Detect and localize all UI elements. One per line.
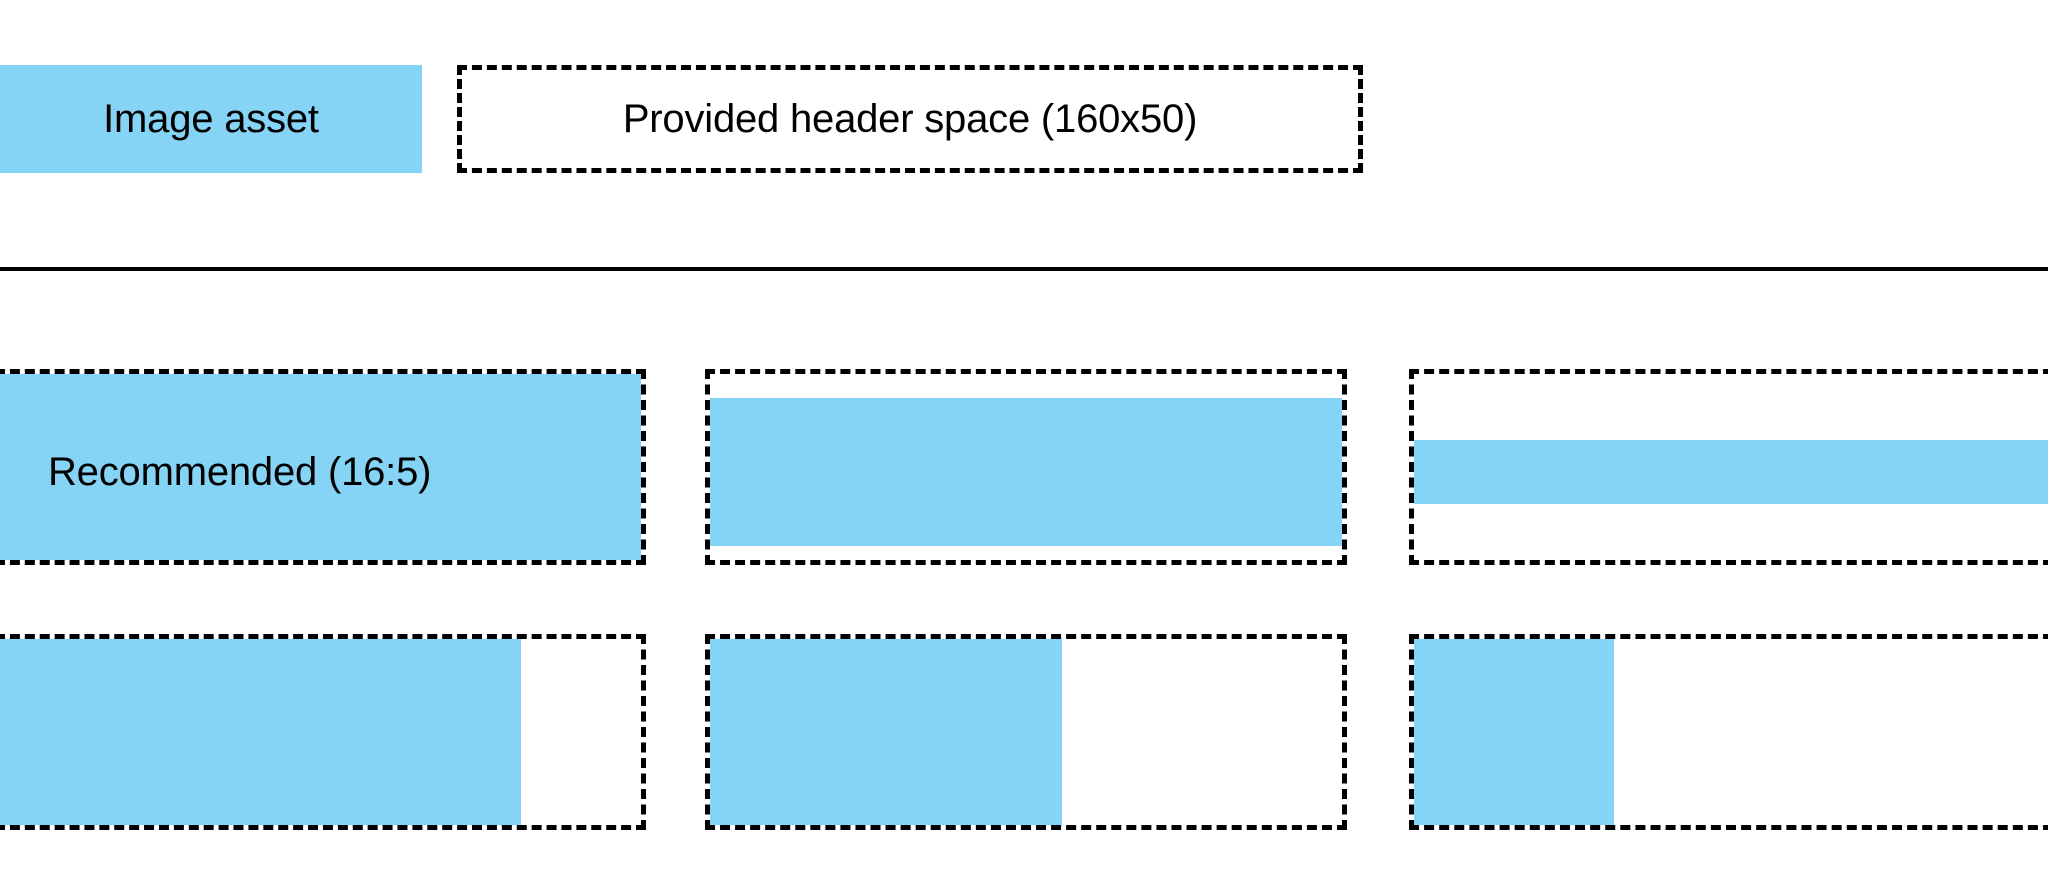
asset-fill [0,639,521,825]
cell-letterboxed [705,369,1347,565]
row-recommended: Recommended (16:5) [0,369,2048,565]
provided-header-space-label: Provided header space (160x50) [622,97,1198,141]
cell-recommended-fill: Recommended (16:5) [0,369,646,565]
recommended-ratio-label: Recommended (16:5) [48,449,432,494]
provided-header-space-box: Provided header space (160x50) [457,65,1363,173]
cell-wide-crop [0,634,646,830]
asset-fill [710,398,1342,546]
cell-narrow-crop [1409,634,2048,830]
legend-row: Image asset Provided header space (160x5… [0,65,2048,173]
row-pillarboxed [0,634,2048,830]
image-asset-label: Image asset [103,97,319,141]
cell-thin-band [1409,369,2048,565]
cell-medium-crop [705,634,1347,830]
asset-fill [1414,440,2048,504]
image-asset-swatch: Image asset [0,65,422,173]
section-divider [0,267,2048,271]
asset-fill [710,639,1062,825]
asset-fill [1414,639,1614,825]
asset-fill [0,374,641,560]
